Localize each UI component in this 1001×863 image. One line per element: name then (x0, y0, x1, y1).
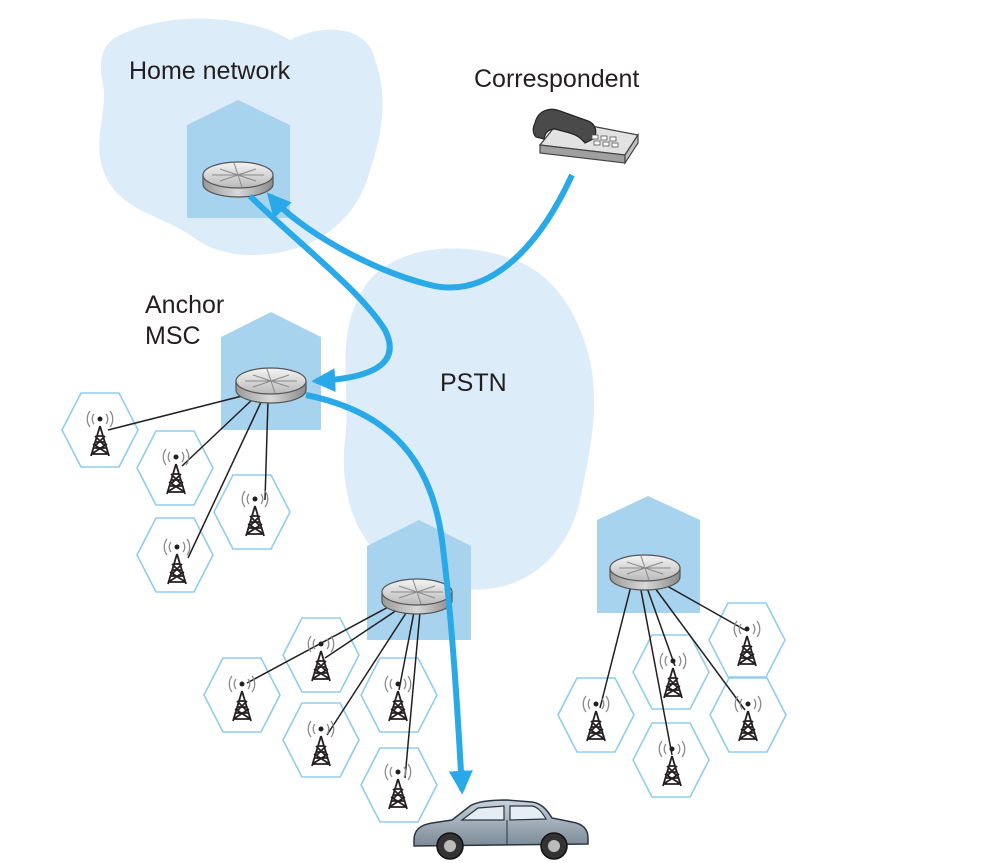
cell-tower-icon (659, 652, 687, 699)
home-network-label: Home network (129, 57, 291, 85)
cell-hexagon (557, 677, 635, 753)
cell-tower-icon (582, 695, 610, 742)
anchor-msc-label-line1: Anchor (145, 291, 225, 319)
cell-tower-icon (384, 675, 412, 722)
anchor-msc-label: Anchor MSC (145, 290, 224, 351)
home-msc-router-icon (202, 161, 274, 198)
anchor-msc-links (107, 393, 269, 559)
cell-tower-icon (384, 763, 412, 810)
cell-hexagon (282, 702, 360, 778)
cell-hexagon (709, 677, 787, 753)
pstn-cloud (343, 248, 595, 590)
anchor-to-car-arrow (305, 392, 473, 795)
cell-tower-icon (733, 620, 761, 667)
cell-tower-icon (307, 635, 335, 682)
cell-tower-icon (163, 538, 191, 585)
cell-hexagon (61, 392, 139, 468)
right-msc-links (599, 581, 746, 756)
cell-hexagon (203, 657, 281, 733)
cell-hexagon (213, 474, 291, 550)
middle-msc-router-icon (381, 578, 453, 615)
correspondent-label: Correspondent (474, 65, 640, 93)
anchor-msc-router-icon (235, 367, 307, 404)
cell-tower-icon (307, 720, 335, 767)
cell-tower-icon (86, 410, 114, 457)
pstn-label: PSTN (440, 369, 507, 397)
cell-tower-icon (241, 490, 269, 537)
right-cell-cluster (557, 602, 787, 798)
correspondent-to-home-arrow (266, 173, 575, 291)
right-msc-router-icon (609, 554, 681, 591)
telephone-icon (532, 108, 640, 166)
car-icon (413, 799, 589, 860)
anchor-msc-label-line2: MSC (145, 321, 201, 350)
cell-tower-icon (658, 740, 686, 787)
cell-hexagon (708, 602, 786, 678)
home-to-anchor-arrow (247, 193, 393, 393)
cell-tower-icon (162, 448, 190, 495)
cell-tower-icon (228, 675, 256, 722)
